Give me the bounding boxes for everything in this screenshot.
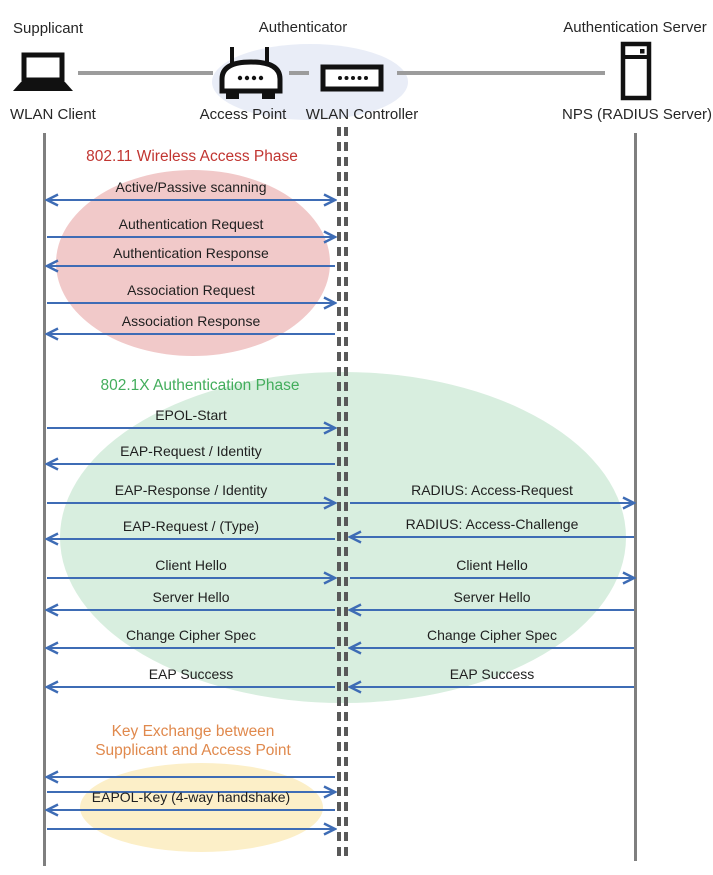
wlan-controller-lifeline-1 xyxy=(337,127,341,857)
message-arrow-active-passive-scanning xyxy=(45,193,337,207)
message-arrow-association-request xyxy=(45,296,337,310)
nps-lifeline xyxy=(634,133,637,861)
message-arrow-eap-request-identity xyxy=(45,457,337,471)
role-label-authentication-server: Authentication Server xyxy=(563,19,707,36)
message-label-server-hello: Server Hello xyxy=(152,589,230,605)
message-arrow-eap-success xyxy=(45,680,337,694)
message-label-server-hello: Server Hello xyxy=(453,589,531,605)
device-label-wlan-client: WLAN Client xyxy=(10,106,96,123)
message-arrow-eapol-key-4-way-handshake xyxy=(45,803,337,817)
message-label-change-cipher-spec: Change Cipher Spec xyxy=(126,627,256,643)
message-label-authentication-request: Authentication Request xyxy=(118,216,264,232)
message-label-authentication-response: Authentication Response xyxy=(113,245,269,261)
message-label-association-response: Association Response xyxy=(121,313,261,329)
message-label-eap-request-type: EAP-Request / (Type) xyxy=(122,518,260,534)
message-arrow-step-20 xyxy=(45,770,337,784)
message-label-client-hello: Client Hello xyxy=(456,557,528,573)
message-arrow-radius-access-request xyxy=(348,496,636,510)
access-point-icon xyxy=(218,45,284,106)
message-arrow-step-23 xyxy=(45,822,337,836)
role-label-supplicant: Supplicant xyxy=(13,20,84,37)
wlan-controller-lifeline-2 xyxy=(344,127,348,857)
message-arrow-server-hello xyxy=(45,603,337,617)
message-arrow-eap-response-identity xyxy=(45,496,337,510)
message-label-association-request: Association Request xyxy=(127,282,255,298)
message-label-eap-request-identity: EAP-Request / Identity xyxy=(120,443,262,459)
message-label-active-passive-scanning: Active/Passive scanning xyxy=(115,179,267,195)
wlan-controller-icon xyxy=(320,64,384,97)
phase-title-802-11-wireless-access-phase: 802.11 Wireless Access Phase xyxy=(86,148,298,165)
message-arrow-server-hello xyxy=(348,603,636,617)
device-label-nps-radius-server: NPS (RADIUS Server) xyxy=(562,106,713,123)
message-arrow-client-hello xyxy=(45,571,337,585)
connector-line-controller-to-server xyxy=(397,71,605,75)
message-arrow-radius-access-challenge xyxy=(348,530,636,544)
message-label-eapol-key-4-way-handshake: EAPOL-Key (4-way handshake) xyxy=(91,789,291,805)
message-label-eap-success: EAP Success xyxy=(449,666,535,682)
phase-title-key-exchange-between: Key Exchange between Supplicant and Acce… xyxy=(95,723,291,759)
message-label-epol-start: EPOL-Start xyxy=(155,407,227,423)
message-arrow-eap-success xyxy=(348,680,636,694)
message-label-radius-access-challenge: RADIUS: Access-Challenge xyxy=(405,516,579,532)
phase-title-802-1x-authentication-phase: 802.1X Authentication Phase xyxy=(100,377,300,394)
message-label-client-hello: Client Hello xyxy=(155,557,227,573)
message-arrow-epol-start xyxy=(45,421,337,435)
message-arrow-step-21 xyxy=(45,785,337,799)
message-arrow-authentication-request xyxy=(45,230,337,244)
message-label-change-cipher-spec: Change Cipher Spec xyxy=(427,627,557,643)
message-arrow-change-cipher-spec xyxy=(348,641,636,655)
message-arrow-eap-request-type xyxy=(45,532,337,546)
laptop-icon xyxy=(12,52,76,99)
role-label-authenticator: Authenticator xyxy=(258,19,348,36)
message-arrow-association-response xyxy=(45,327,337,341)
server-icon xyxy=(620,41,652,106)
message-arrow-change-cipher-spec xyxy=(45,641,337,655)
device-label-wlan-controller: WLAN Controller xyxy=(305,106,419,123)
connector-line-ap-to-controller xyxy=(289,71,309,75)
wlan-client-lifeline xyxy=(43,133,46,866)
device-label-access-point: Access Point xyxy=(199,106,287,123)
connector-line-client-to-ap xyxy=(78,71,213,75)
message-label-eap-success: EAP Success xyxy=(148,666,234,682)
message-arrow-authentication-response xyxy=(45,259,337,273)
message-label-eap-response-identity: EAP-Response / Identity xyxy=(114,482,268,498)
message-label-radius-access-request: RADIUS: Access-Request xyxy=(411,482,573,498)
message-arrow-client-hello xyxy=(348,571,636,585)
